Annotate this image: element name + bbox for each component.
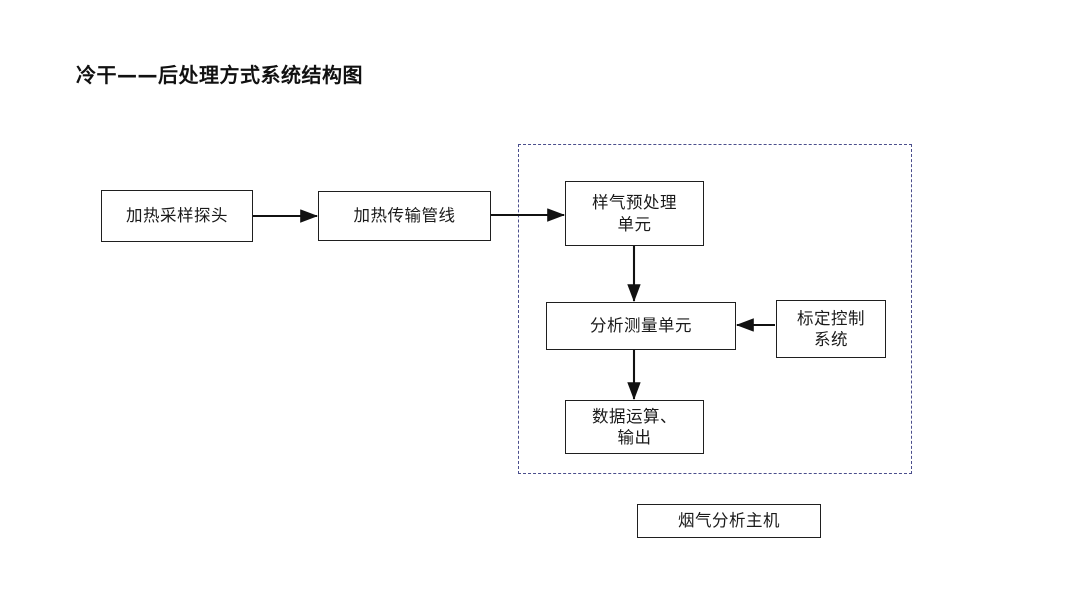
node-dataoutput[interactable]: 数据运算、 输出 [565, 400, 704, 454]
node-analyzer[interactable]: 分析测量单元 [546, 302, 736, 350]
node-calibration[interactable]: 标定控制 系统 [776, 300, 886, 358]
node-transfer[interactable]: 加热传输管线 [318, 191, 491, 241]
node-pretreat[interactable]: 样气预处理 单元 [565, 181, 704, 246]
analyzer-host-dashed-region [518, 144, 912, 474]
node-host[interactable]: 烟气分析主机 [637, 504, 821, 538]
page-title: 冷干——后处理方式系统结构图 [76, 63, 363, 87]
node-probe[interactable]: 加热采样探头 [101, 190, 253, 242]
